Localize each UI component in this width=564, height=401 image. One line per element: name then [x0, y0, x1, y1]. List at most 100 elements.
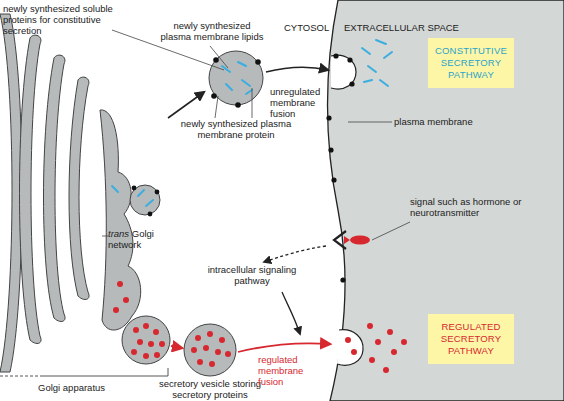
pathway-title: CONSTITUTIVE SECRETORY PATHWAY: [428, 45, 514, 81]
regulated-fusion-site: [401, 339, 407, 345]
tgn-cargo: [113, 307, 119, 313]
tgn-cargo: [148, 341, 154, 347]
signal-label: signal such as hormone or neurotransmitt…: [410, 196, 540, 218]
unregulated-fusion-site: [347, 57, 352, 62]
golgi-bracket: [0, 368, 168, 376]
tgn-cargo: [133, 327, 139, 333]
transport-vesicle: [213, 57, 219, 63]
regulated-fusion-site: [337, 323, 407, 373]
secretory-vesicle: [207, 331, 213, 337]
unregulated-fusion-site: [376, 40, 386, 44]
tgn-cargo: [112, 186, 118, 192]
regulated-fusion-site: [387, 329, 393, 335]
membrane-proteins: [340, 277, 345, 282]
transport-vesicle: [246, 90, 252, 94]
extracellular-space: [327, 0, 564, 401]
fusion-label: regulated membrane fusion: [258, 354, 324, 387]
secretory-vesicle: [203, 345, 209, 351]
receptor-signal: [350, 236, 370, 245]
flow-arrows: [168, 67, 330, 352]
secretory-vesicle: [184, 324, 236, 376]
transport-vesicle: [211, 93, 217, 99]
unregulated-fusion-site: [380, 80, 388, 86]
flow-arrows: [264, 246, 326, 262]
receptor-signal: [344, 236, 350, 244]
unregulated-fusion-site: [368, 66, 376, 72]
unregulated-fusion-site: [331, 55, 356, 89]
tgn-cargo: [146, 200, 153, 206]
unregulated-fusion-site: [364, 80, 372, 82]
secretory-vesicle: [225, 351, 231, 357]
secretory-vesicle: [191, 347, 197, 353]
secretory-vesicle: [191, 331, 231, 367]
membrane-proteins: [328, 147, 333, 152]
golgi-stack: [69, 77, 89, 299]
unregulated-fusion-site: [333, 53, 338, 58]
transport-vesicle: [226, 84, 232, 90]
golgi-bracket: [0, 376, 40, 377]
flow-arrows: [171, 346, 182, 348]
membrane-proteins: [331, 177, 336, 182]
tgn-cargo: [138, 190, 144, 196]
vesicle-label: secretory vesicle storing secretory prot…: [150, 378, 270, 400]
tgn-cargo: [148, 212, 153, 217]
secretory-vesicle: [197, 359, 203, 365]
regulated-fusion-site: [345, 323, 407, 373]
tgn-cargo: [131, 349, 137, 355]
tgn-cargo: [117, 281, 123, 287]
golgi-stack: [100, 110, 141, 330]
golgi-stack: [130, 185, 160, 215]
pathway-label: intracellular signaling pathway: [196, 264, 308, 286]
regulated-fusion-site: [375, 339, 381, 345]
tgn-cargo: [154, 352, 160, 358]
transport-vesicle: [242, 80, 250, 86]
golgi-stack: [44, 55, 66, 321]
leader-lines: [252, 88, 253, 118]
regulated-fusion-site: [337, 330, 363, 365]
membrane-label: plasma membrane: [394, 116, 494, 127]
lipid-label: newly synthesized plasma membrane lipids: [158, 20, 266, 42]
golgi-stack: [122, 316, 170, 364]
pathway-title: REGULATED SECRETORY PATHWAY: [428, 321, 514, 357]
unregulated-fusion-site: [331, 40, 392, 89]
leader-lines: [372, 222, 410, 240]
golgi-label: Golgi apparatus: [38, 382, 148, 393]
tgn-cargo: [159, 341, 165, 347]
unregulated-fusion-site: [349, 81, 354, 86]
transport-vesicle: [209, 51, 263, 108]
leader-lines: [102, 236, 108, 237]
regulated-fusion-site: [383, 367, 389, 373]
pathway-box: CONSTITUTIVE SECRETORY PATHWAY: [428, 38, 514, 88]
leader-lines: [215, 96, 218, 118]
region-label: CYTOSOL: [284, 22, 332, 33]
regulated-fusion-site: [345, 337, 351, 343]
transport-vesicle: [222, 66, 230, 72]
regulated-fusion-site: [391, 349, 397, 355]
regulated-fusion-site: [367, 323, 373, 329]
tgn-cargo: [123, 297, 129, 303]
receptor-signal: [334, 231, 370, 249]
extracellular-space: [327, 0, 564, 401]
secretory-vesicle: [209, 361, 215, 367]
tgn-cargo: [143, 323, 149, 329]
golgi-stack: [0, 14, 170, 372]
fusion-label: unregulated membrane fusion: [270, 86, 332, 119]
tgn-cargo: [153, 329, 159, 335]
regulated-fusion-site: [351, 349, 357, 355]
tgn-cargo: [137, 339, 143, 345]
tgn-cargo: [113, 281, 165, 359]
leader-lines: [348, 122, 392, 123]
secretory-vesicle: [184, 324, 236, 376]
golgi-bracket: [40, 368, 168, 376]
flow-arrows: [238, 343, 330, 352]
flow-arrows: [168, 92, 204, 118]
regulated-fusion-site: [369, 357, 375, 363]
transport-vesicle: [222, 62, 252, 94]
tgn-label: trans Golgi network: [108, 228, 158, 250]
leader-lines: [210, 46, 228, 68]
unregulated-fusion-site: [362, 40, 392, 86]
flow-arrows: [266, 67, 328, 72]
secretory-vesicle: [215, 349, 221, 355]
leader-lines: [102, 30, 410, 378]
